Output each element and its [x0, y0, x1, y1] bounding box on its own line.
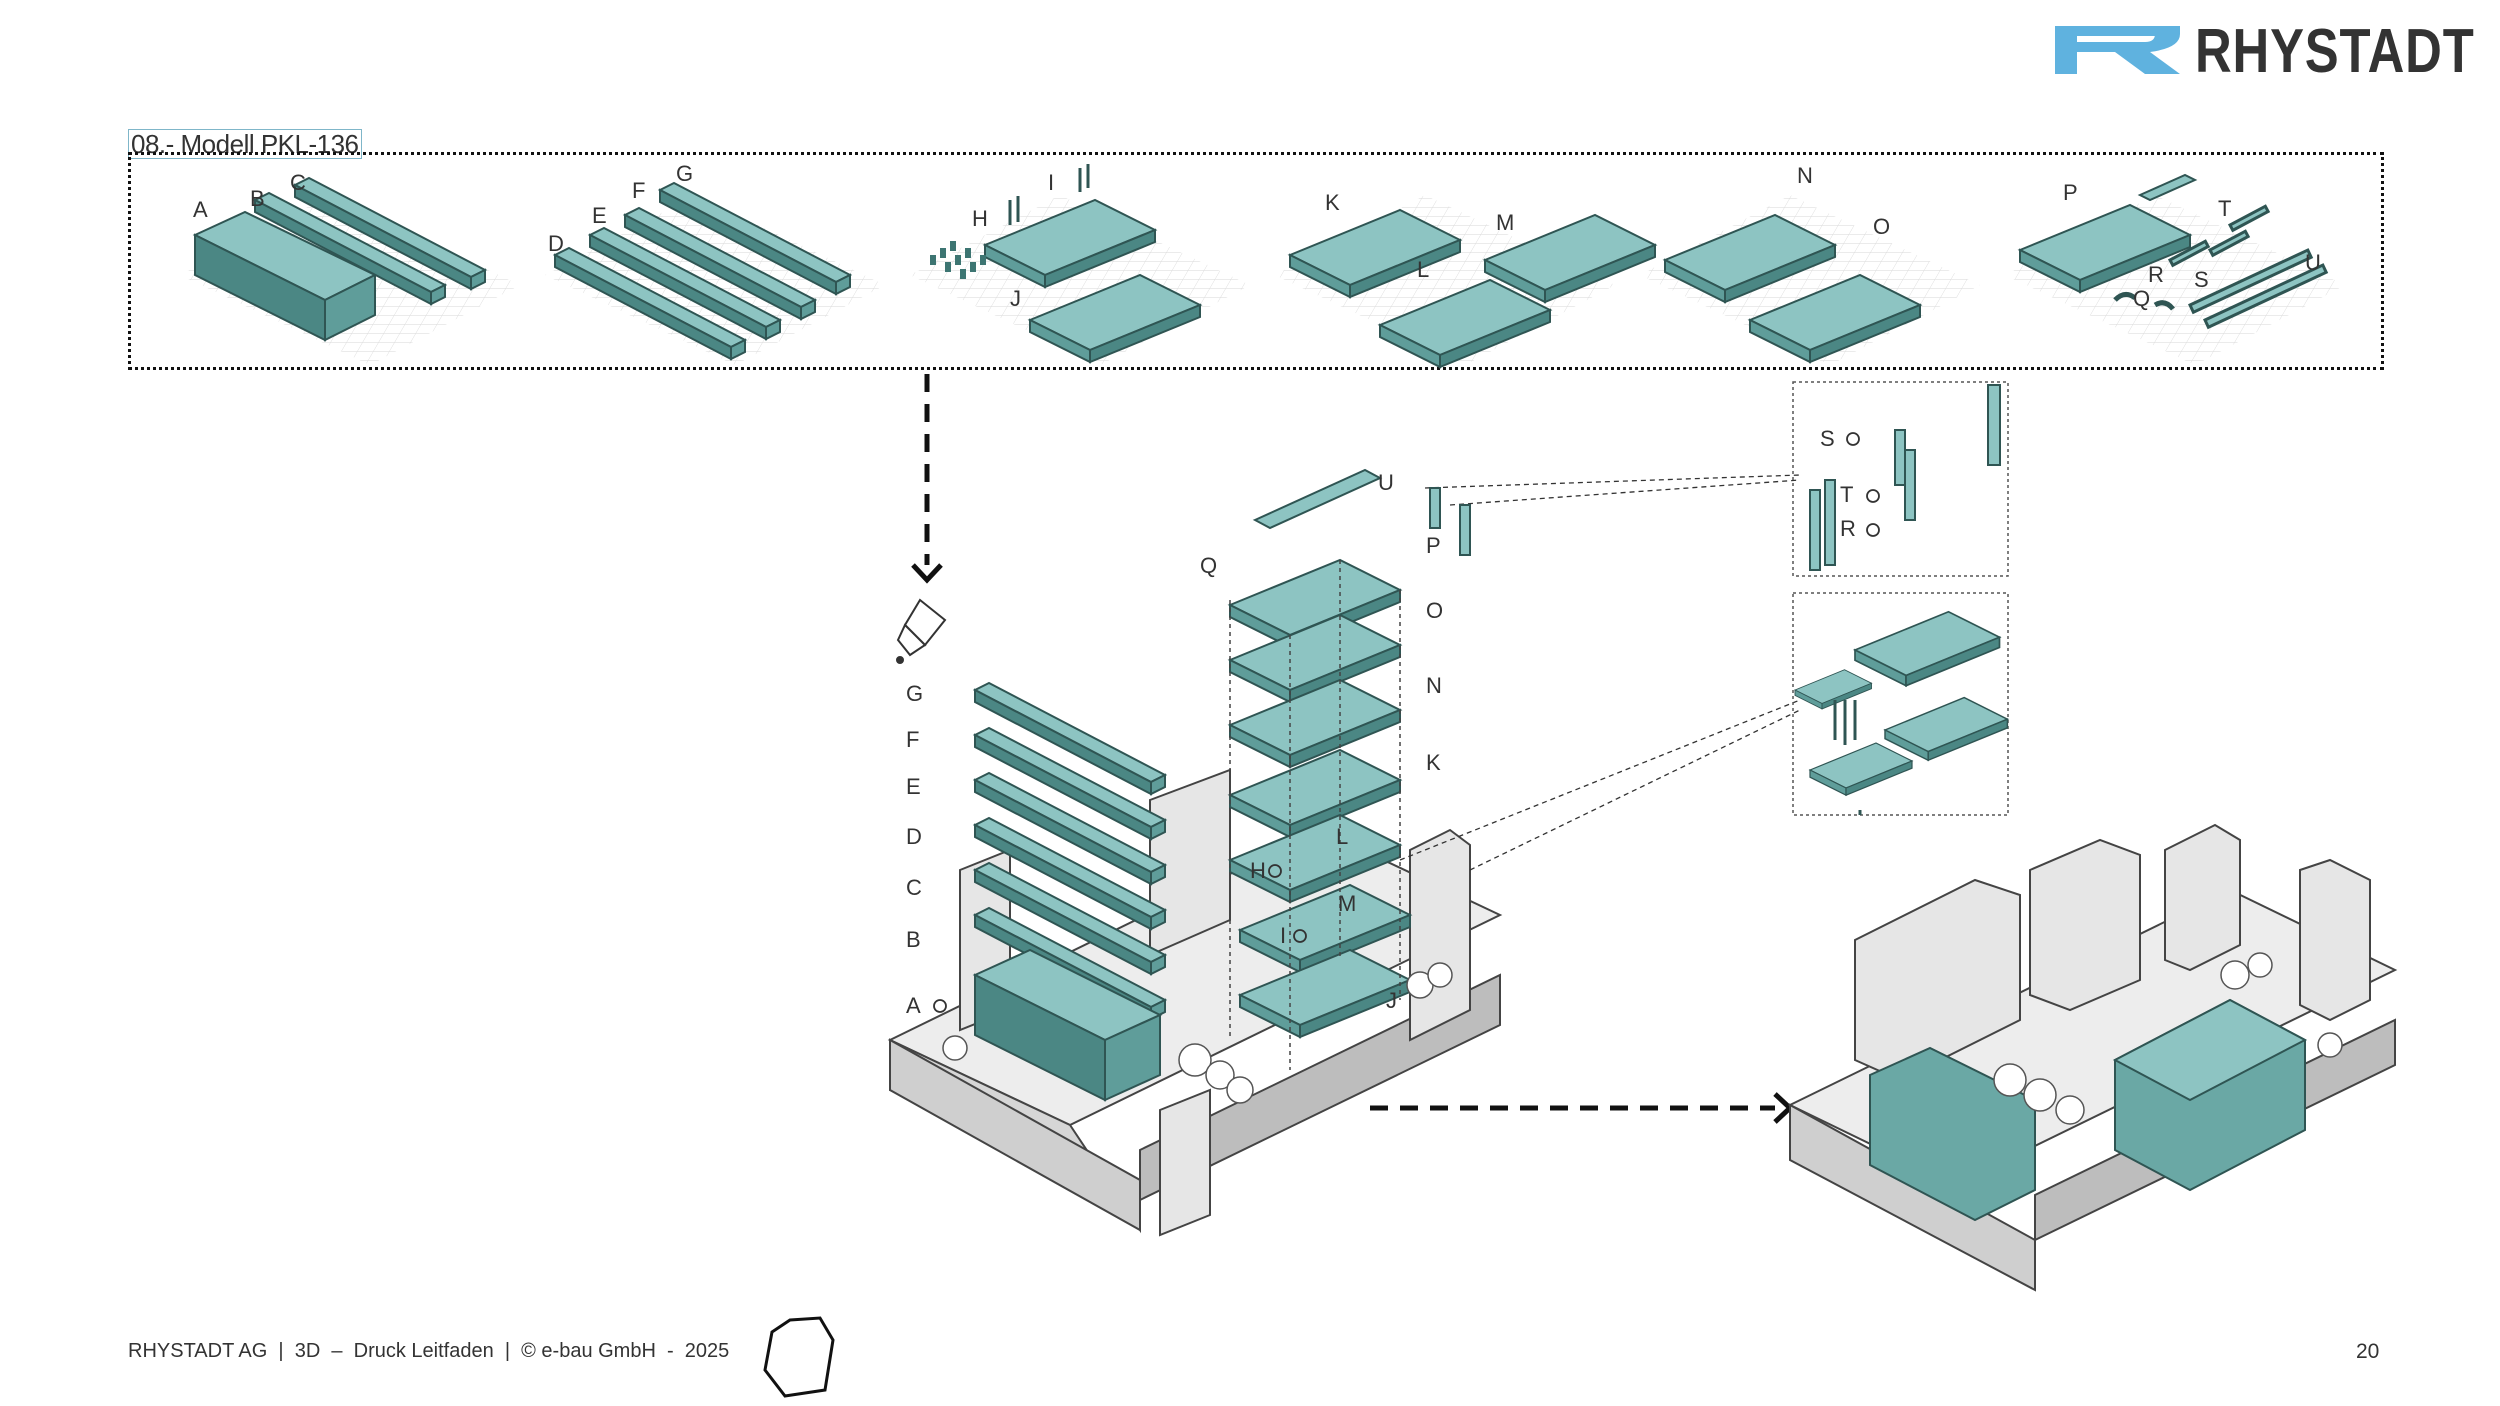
assembly-label-p: P — [1426, 533, 1441, 558]
strip-label-u: U — [2305, 250, 2321, 275]
strip-label-p: P — [2063, 180, 2078, 205]
assembly-label-j: J — [1386, 988, 1397, 1013]
strip-parts-hij — [930, 164, 1201, 363]
page-number: 20 — [2356, 1340, 2380, 1363]
rotate-icon — [933, 432, 1880, 1013]
brand-logo: RHYSTADT — [2055, 21, 2474, 83]
assembly-label-g: G — [906, 681, 924, 706]
strip-label-k: K — [1325, 190, 1340, 215]
strip-label-o: O — [1873, 214, 1891, 239]
assembly-label-l: L — [1336, 824, 1349, 849]
strip-label-h: H — [972, 206, 988, 231]
detail-label-r: R — [1840, 516, 1856, 541]
strip-label-c: C — [290, 170, 306, 195]
stack-right — [1229, 468, 1411, 1070]
detail-label-t: T — [1840, 482, 1854, 507]
rhystadt-logo-icon — [2055, 26, 2180, 74]
strip-label-m: M — [1496, 210, 1515, 235]
assembly-label-i: I — [1280, 923, 1287, 948]
detail-box-connectors — [1429, 381, 2009, 577]
strip-parts-pqrstu — [2019, 173, 2329, 330]
trees-left — [942, 962, 1453, 1104]
assembly-label-f: F — [906, 727, 920, 752]
finished-model — [1787, 823, 2398, 1292]
strip-grids — [180, 195, 2345, 365]
assembly-label-b: B — [906, 927, 921, 952]
strip-label-q: Q — [2133, 286, 2151, 311]
strip-label-g: G — [676, 161, 694, 186]
strip-label-s: S — [2194, 267, 2209, 292]
strip-label-f: F — [632, 178, 646, 203]
strip-label-i: I — [1048, 170, 1055, 195]
strip-label-j: J — [1010, 286, 1021, 311]
detail-label-s: S — [1820, 426, 1835, 451]
strip-label-l: L — [1417, 257, 1430, 282]
parts-strip — [128, 152, 2384, 370]
assembly-label-q: Q — [1200, 553, 1218, 578]
assembly-label-e: E — [906, 774, 921, 799]
strip-label-r: R — [2148, 262, 2164, 287]
assembly-label-c: C — [906, 875, 922, 900]
assembly-label-m: M — [1338, 891, 1357, 916]
assembly-label-u: U — [1378, 470, 1394, 495]
hexagon-icon — [763, 1316, 835, 1398]
assembly-label-d: D — [906, 824, 922, 849]
strip-label-b: B — [250, 186, 265, 211]
arrow-right-icon — [1370, 1092, 1794, 1124]
strip-label-t: T — [2218, 196, 2232, 221]
stack-left — [972, 682, 1166, 1102]
assembly-label-h: H — [1250, 858, 1266, 883]
assembly-label-n: N — [1426, 673, 1442, 698]
detail-box-slabs — [1792, 592, 2009, 816]
assembly-label-k: K — [1426, 750, 1441, 775]
brand-name: RHYSTADT — [2195, 17, 2475, 86]
leader-lines — [1399, 474, 1801, 871]
strip-parts-abc — [192, 177, 486, 342]
assembly-label-o: O — [1426, 598, 1444, 623]
footer-text: RHYSTADT AG | 3D – Druck Leitfaden | © e… — [128, 1340, 730, 1362]
strip-label-a: A — [193, 197, 208, 222]
strip-label-d: D — [548, 231, 564, 256]
glue-tube-icon — [896, 598, 947, 664]
arrow-down-icon — [911, 374, 943, 584]
strip-label-e: E — [592, 203, 607, 228]
strip-label-n: N — [1797, 163, 1813, 188]
assembly-label-a: A — [906, 993, 921, 1018]
